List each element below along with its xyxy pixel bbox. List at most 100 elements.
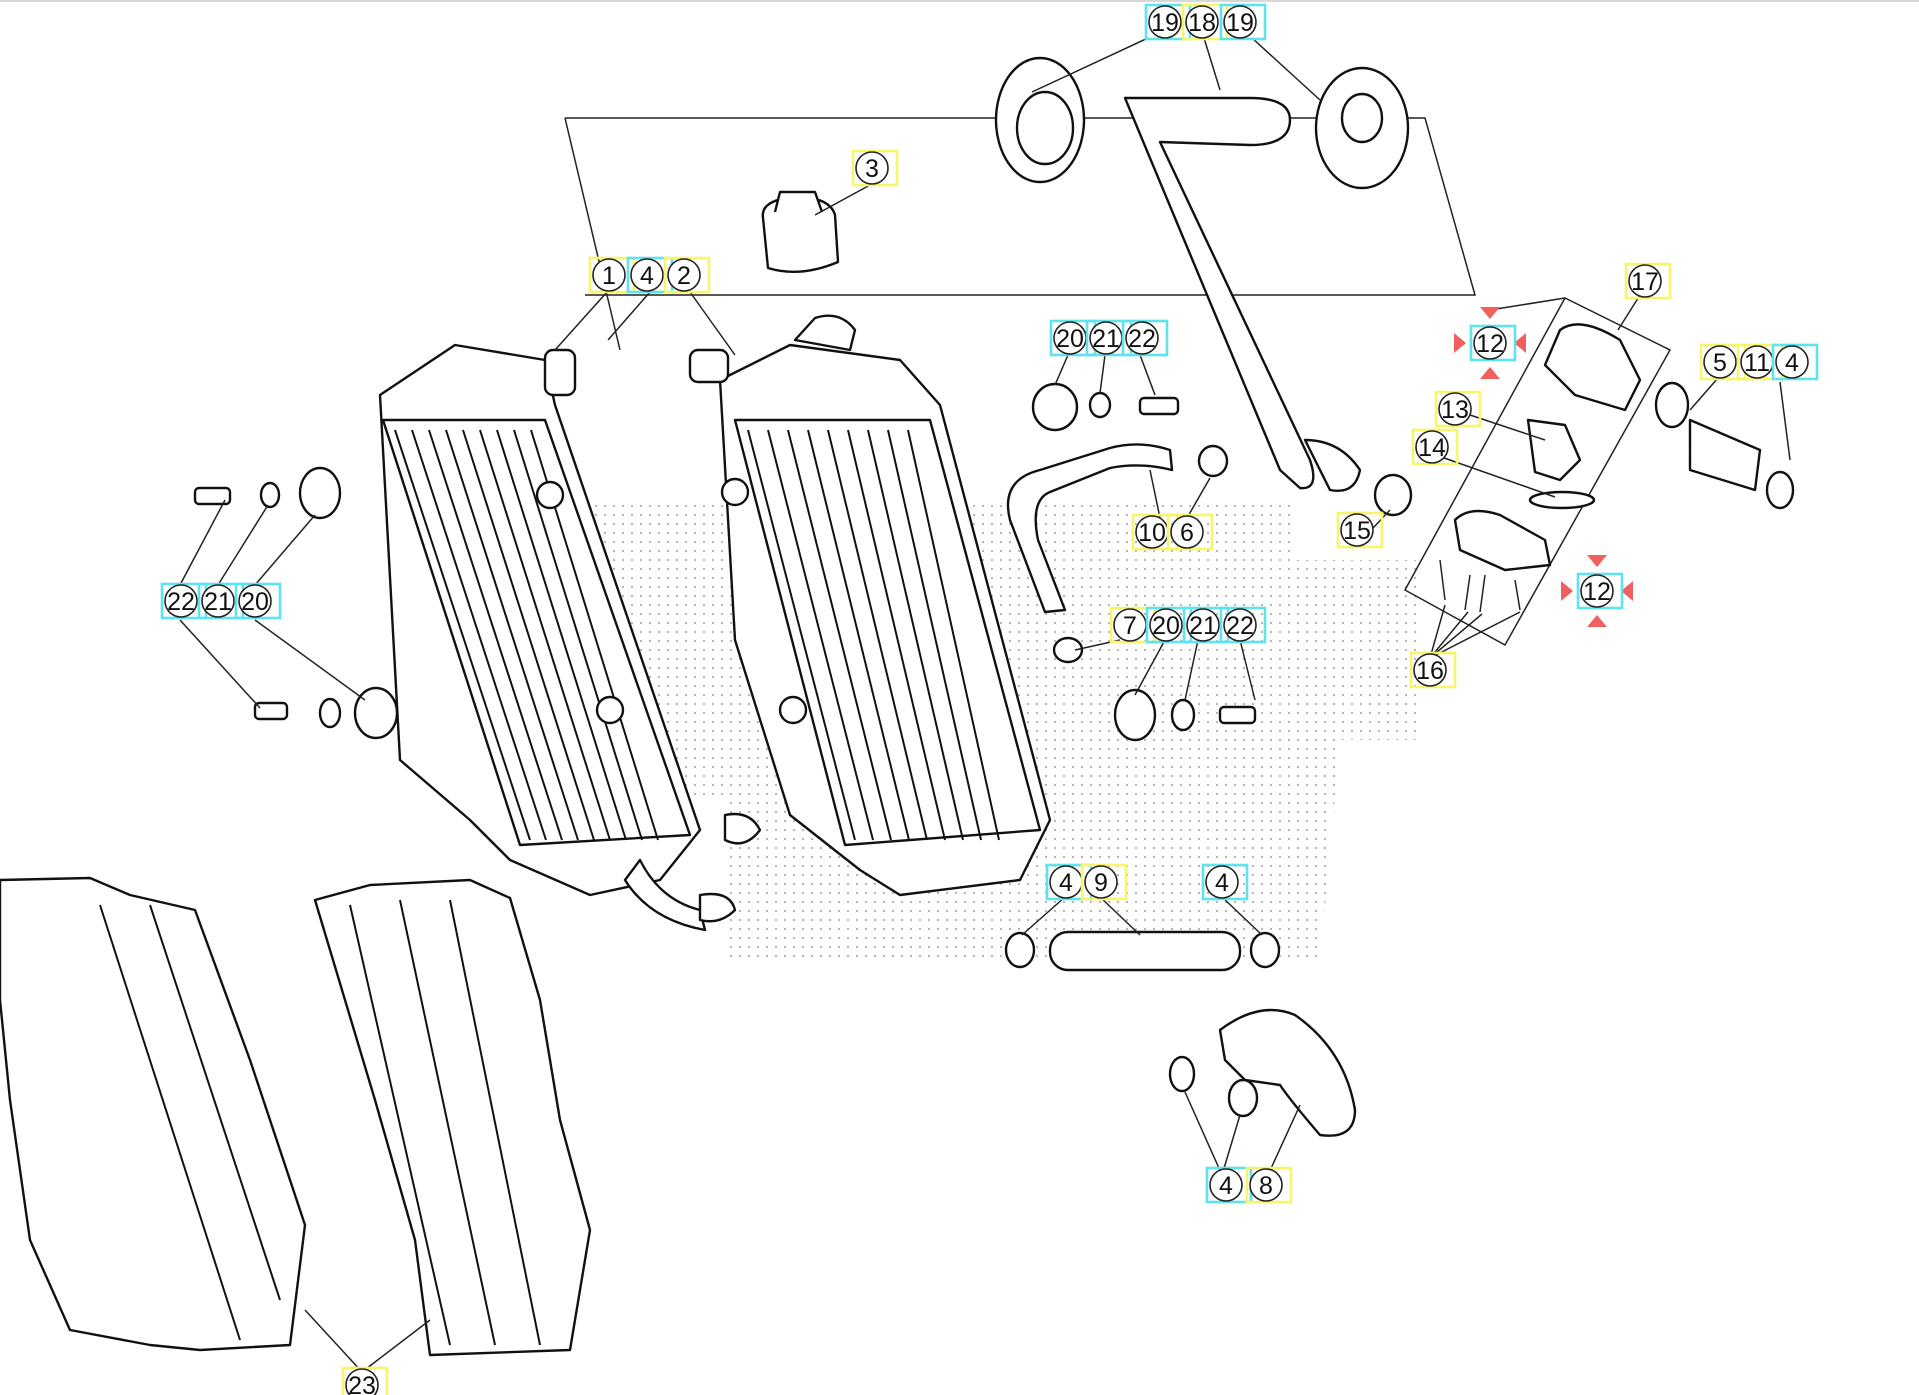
callout-circle <box>1438 392 1472 426</box>
callout-label: 10 <box>1138 519 1166 547</box>
callout-6[interactable]: 6 <box>1166 513 1214 551</box>
callout-circle <box>1703 345 1737 379</box>
callout-circle <box>1223 608 1257 642</box>
callout-22[interactable]: 22 <box>1121 319 1169 357</box>
callout-21[interactable]: 21 <box>1085 319 1133 357</box>
red-arrow-marker <box>1621 581 1633 601</box>
callout-14[interactable]: 14 <box>1411 428 1459 466</box>
callout-label: 12 <box>1583 578 1611 606</box>
callout-label: 2 <box>677 262 691 290</box>
callout-label: 7 <box>1123 612 1137 640</box>
callout-label: 4 <box>1215 869 1229 897</box>
callout-circle <box>667 258 701 292</box>
callout-22[interactable]: 22 <box>1219 606 1267 644</box>
callout-label: 21 <box>204 588 232 616</box>
callout-frame <box>1121 319 1169 357</box>
callout-4[interactable]: 4 <box>1045 863 1093 901</box>
callout-circle <box>592 258 626 292</box>
radiator-cap <box>761 190 840 273</box>
callout-circle <box>1413 653 1447 687</box>
callout-label: 18 <box>1188 9 1216 37</box>
callout-circle <box>238 584 272 618</box>
callout-circle <box>1084 865 1118 899</box>
callout-circle <box>1186 608 1220 642</box>
callout-12[interactable]: 12 <box>1576 572 1624 610</box>
callout-frame <box>1469 324 1517 362</box>
radiator-guard-right <box>313 878 592 1357</box>
callout-3[interactable]: 3 <box>851 149 899 187</box>
red-arrow-marker <box>1561 581 1573 601</box>
callout-23[interactable]: 23 <box>341 1366 389 1395</box>
callout-label: 20 <box>1056 325 1084 353</box>
callout-4[interactable]: 4 <box>1201 863 1249 901</box>
callout-12[interactable]: 12 <box>1469 324 1517 362</box>
callout-20[interactable]: 20 <box>1145 606 1193 644</box>
red-arrow-marker <box>1454 333 1466 353</box>
callout-frame <box>1166 513 1214 551</box>
callout-circle <box>1209 1168 1243 1202</box>
callout-frame <box>1576 572 1624 610</box>
callout-18[interactable]: 18 <box>1181 3 1229 41</box>
callout-10[interactable]: 10 <box>1131 513 1179 551</box>
callout-label: 9 <box>1094 869 1108 897</box>
callout-circle <box>855 151 889 185</box>
callout-circle <box>1628 264 1662 298</box>
callout-circle <box>630 258 664 292</box>
callout-4[interactable]: 4 <box>1771 343 1819 381</box>
callout-circle <box>1223 5 1257 39</box>
callout-frame <box>234 582 282 620</box>
callout-label: 22 <box>167 588 195 616</box>
red-arrow-marker <box>1480 307 1500 319</box>
alignment-markers <box>1454 307 1633 627</box>
callout-circle <box>1125 321 1159 355</box>
callout-frame <box>341 1366 389 1395</box>
callout-circle <box>1580 574 1614 608</box>
callout-circle <box>1415 430 1449 464</box>
callout-label: 5 <box>1713 349 1727 377</box>
callout-label: 1 <box>602 262 616 290</box>
callout-19[interactable]: 19 <box>1144 3 1192 41</box>
callout-label: 11 <box>1744 349 1770 377</box>
callout-label: 19 <box>1151 9 1179 37</box>
callout-21[interactable]: 21 <box>1182 606 1230 644</box>
callout-circle <box>1205 865 1239 899</box>
top-border <box>0 0 1919 2</box>
callout-frame <box>1219 3 1267 41</box>
callout-circle <box>345 1368 379 1395</box>
callout-circle <box>1170 515 1204 549</box>
callout-17[interactable]: 17 <box>1624 262 1672 300</box>
radiator-right <box>688 314 1052 897</box>
callout-circle <box>1775 345 1809 379</box>
callout-2[interactable]: 2 <box>663 256 711 294</box>
callout-15[interactable]: 15 <box>1336 511 1384 549</box>
callout-label: 6 <box>1180 519 1194 547</box>
callout-frame <box>1201 863 1249 901</box>
callout-label: 15 <box>1343 517 1371 545</box>
callout-label: 19 <box>1226 9 1254 37</box>
callout-19[interactable]: 19 <box>1219 3 1267 41</box>
callout-frame <box>1411 428 1459 466</box>
callout-label: 22 <box>1226 612 1254 640</box>
callout-circle <box>1148 5 1182 39</box>
callout-label: 16 <box>1416 657 1444 685</box>
callout-1[interactable]: 1 <box>588 256 636 294</box>
callout-20[interactable]: 20 <box>234 582 282 620</box>
callout-frame <box>663 256 711 294</box>
callout-frame <box>1336 511 1384 549</box>
callout-label: 4 <box>1059 869 1073 897</box>
callout-20[interactable]: 20 <box>1049 319 1097 357</box>
callout-label: 4 <box>1219 1172 1233 1200</box>
callout-9[interactable]: 9 <box>1080 863 1128 901</box>
callout-8[interactable]: 8 <box>1245 1166 1293 1204</box>
callout-label: 21 <box>1189 612 1217 640</box>
callout-22[interactable]: 22 <box>160 582 208 620</box>
callout-label: 17 <box>1631 268 1659 296</box>
callout-label: 21 <box>1092 325 1120 353</box>
callout-label: 23 <box>348 1372 376 1395</box>
callout-label: 13 <box>1441 396 1469 424</box>
callout-4[interactable]: 4 <box>1205 1166 1253 1204</box>
callout-13[interactable]: 13 <box>1434 390 1482 428</box>
callout-16[interactable]: 16 <box>1409 651 1457 689</box>
